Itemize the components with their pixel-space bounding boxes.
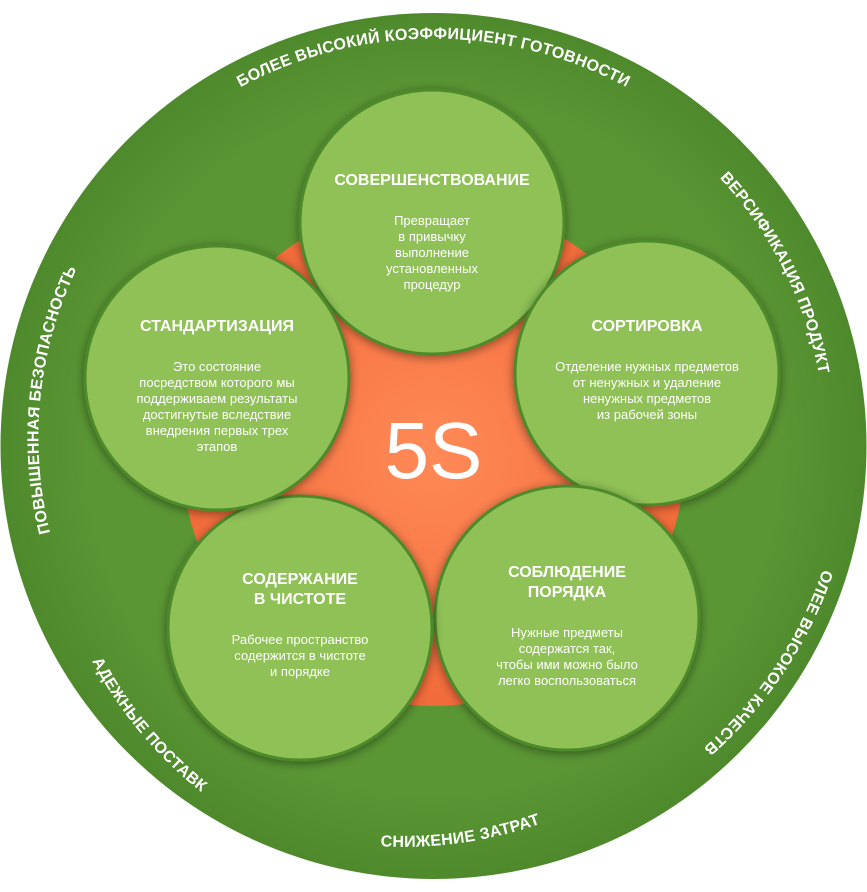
step-circle-standardize (83, 244, 351, 512)
step-desc-standardize: достигнутые вследствие (143, 407, 291, 422)
step-circle-shine (166, 494, 434, 762)
step-desc-shine: содержится в чистоте (234, 648, 365, 663)
step-desc-shine: и порядке (270, 664, 330, 679)
step-desc-set-in-order: содержатся так, (519, 641, 616, 656)
step-desc-standardize: поддерживаем результаты (137, 391, 298, 406)
step-desc-standardize: посредством которого мы (139, 375, 294, 390)
step-desc-sort: из рабочей зоны (597, 407, 697, 422)
step-set-in-order: СОБЛЮДЕНИЕ ПОРЯДКА Нужные предметысодержат… (433, 484, 701, 752)
step-title-standardize: СТАНДАРТИЗАЦИЯ (140, 318, 294, 335)
step-shine: СОДЕРЖАНИЕ В ЧИСТОТЕ Рабочее пространствос… (166, 494, 434, 762)
step-desc-sort: ненужных предметов (583, 391, 711, 406)
step-desc-sustain: выполнение (395, 245, 469, 260)
step-desc-standardize: Это состояние (173, 359, 261, 374)
center-label: 5S (385, 406, 483, 495)
step-title-sustain: СОВЕРШЕНСТВОВАНИЕ (334, 172, 530, 189)
step-desc-shine: Рабочее пространство (232, 632, 369, 647)
step-title-set-in-order: СОБЛЮДЕНИЕ (508, 564, 626, 581)
step-desc-sustain: установленных (386, 261, 478, 276)
step-title-set-in-order: ПОРЯДКА (528, 584, 607, 601)
step-desc-sustain: процедур (404, 277, 461, 292)
step-desc-sort: Отделение нужных предметов (555, 359, 739, 374)
step-desc-set-in-order: чтобы ими можно было (496, 657, 638, 672)
step-title-shine: СОДЕРЖАНИЕ (242, 571, 358, 588)
step-title-sort: СОРТИРОВКА (591, 318, 703, 335)
step-desc-sort: от ненужных и удаление (573, 375, 721, 390)
step-desc-set-in-order: Нужные предметы (511, 625, 623, 640)
step-desc-sustain: в привычку (398, 229, 466, 244)
step-circle-set-in-order (433, 484, 701, 752)
step-desc-standardize: этапов (197, 439, 238, 454)
step-desc-sustain: Превращает (394, 213, 470, 228)
step-desc-standardize: внедрения первых трех (146, 423, 289, 438)
step-desc-set-in-order: легко воспользоваться (498, 673, 636, 688)
step-circle-sort (513, 239, 781, 507)
step-circle-sustain (298, 88, 566, 356)
step-title-shine: В ЧИСТОТЕ (254, 591, 346, 608)
